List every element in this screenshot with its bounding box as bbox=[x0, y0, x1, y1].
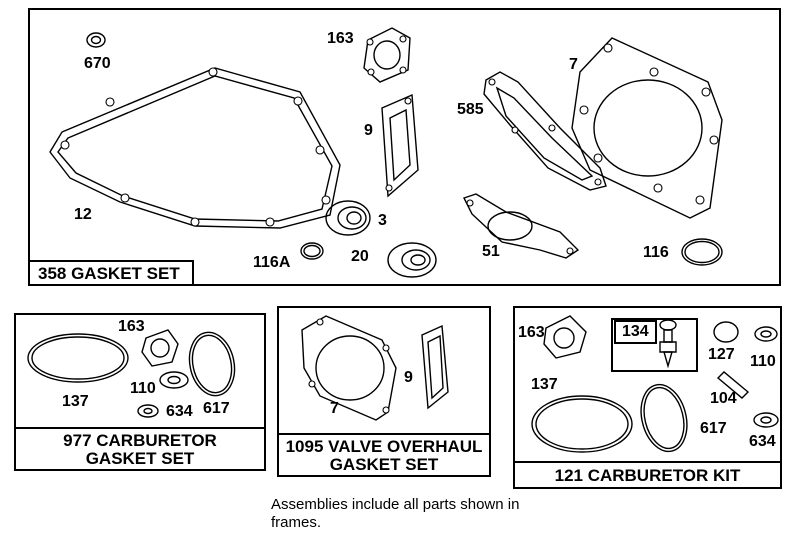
part-label-12: 12 bbox=[74, 206, 92, 223]
carb-kit-110-drawing bbox=[754, 326, 778, 342]
assembly-note-line2: frames. bbox=[271, 514, 322, 531]
carb-kit-label-163: 163 bbox=[518, 324, 545, 341]
carb-kit-label-110: 110 bbox=[750, 353, 776, 370]
carb-kit-label-634: 634 bbox=[749, 433, 776, 450]
carb-gasket-label-634: 634 bbox=[166, 403, 193, 420]
valve-9-rocker-gasket-drawing bbox=[421, 324, 449, 410]
carb-kit-label-137: 137 bbox=[531, 376, 558, 393]
carb-kit-617-ring-drawing bbox=[640, 383, 688, 453]
valve-label-7: 7 bbox=[330, 400, 339, 417]
carb-kit-title: 121 CARBURETOR KIT bbox=[554, 466, 741, 485]
assembly-note-line1: Assemblies include all parts shown in bbox=[271, 496, 520, 513]
carb-kit-label-134: 134 bbox=[614, 320, 657, 344]
carb-kit-137-ring-drawing bbox=[531, 395, 633, 453]
part-label-9: 9 bbox=[364, 122, 373, 139]
carb-kit-127-drawing bbox=[713, 321, 739, 343]
carb-gasket-634-drawing bbox=[137, 404, 159, 418]
carb-kit-label-127: 127 bbox=[708, 346, 735, 363]
carb-gasket-set-title-line2: GASKET SET bbox=[85, 448, 195, 468]
carb-gasket-label-163: 163 bbox=[118, 318, 145, 335]
carb-kit-104-pin-drawing bbox=[716, 371, 750, 399]
carb-gasket-137-ring-drawing bbox=[27, 333, 129, 383]
valve-overhaul-caption: 1095 VALVE OVERHAUL GASKET SET bbox=[277, 433, 491, 477]
gasket-set-title: 358 GASKET SET bbox=[38, 264, 180, 283]
carb-gasket-label-617: 617 bbox=[203, 400, 230, 417]
part-9-rocker-gasket-drawing bbox=[381, 93, 419, 198]
part-label-7: 7 bbox=[569, 56, 578, 73]
part-label-585: 585 bbox=[457, 101, 484, 118]
part-585-gasket-drawing bbox=[483, 71, 607, 191]
valve-label-9: 9 bbox=[404, 369, 413, 386]
carb-gasket-163-drawing bbox=[141, 329, 179, 367]
part-label-116a: 116A bbox=[253, 254, 291, 271]
part-12-crankcase-gasket-drawing bbox=[49, 67, 341, 229]
gasket-set-caption: 358 GASKET SET bbox=[28, 260, 194, 286]
carb-kit-134-subframe bbox=[611, 318, 698, 372]
part-label-20: 20 bbox=[351, 248, 369, 265]
part-51-gasket-drawing bbox=[463, 193, 580, 259]
carb-gasket-617-ring-drawing bbox=[188, 331, 236, 397]
carb-kit-634-drawing bbox=[753, 412, 779, 428]
part-163-gasket-drawing bbox=[363, 27, 411, 83]
carb-kit-134-needle-drawing bbox=[659, 319, 677, 369]
gasket-set-frame bbox=[28, 8, 781, 286]
part-label-670: 670 bbox=[84, 55, 111, 72]
carb-gasket-label-110: 110 bbox=[130, 380, 156, 397]
part-670-seal-drawing bbox=[86, 32, 106, 48]
valve-overhaul-title-line1: 1095 VALVE OVERHAUL bbox=[285, 437, 483, 456]
carb-kit-label-104: 104 bbox=[710, 390, 737, 407]
carb-kit-163-drawing bbox=[543, 315, 587, 359]
part-label-51: 51 bbox=[482, 243, 500, 260]
part-7-head-gasket-drawing bbox=[571, 37, 723, 219]
part-20-seal-drawing bbox=[387, 242, 437, 278]
assembly-note: Assemblies include all parts shown in fr… bbox=[271, 496, 519, 532]
part-116a-ring-drawing bbox=[300, 242, 324, 260]
part-label-163: 163 bbox=[327, 30, 354, 47]
part-116-ring-drawing bbox=[681, 238, 723, 266]
carb-kit-caption: 121 CARBURETOR KIT bbox=[513, 461, 782, 489]
part-label-3: 3 bbox=[378, 212, 387, 229]
carb-kit-label-617: 617 bbox=[700, 420, 727, 437]
part-label-116: 116 bbox=[643, 244, 669, 261]
carb-gasket-110-drawing bbox=[159, 371, 189, 389]
valve-overhaul-title-line2: GASKET SET bbox=[329, 454, 439, 474]
part-3-seal-drawing bbox=[325, 200, 371, 236]
valve-7-head-gasket-drawing bbox=[301, 315, 397, 421]
carb-gasket-set-caption: 977 CARBURETOR GASKET SET bbox=[14, 427, 266, 471]
carb-gasket-label-137: 137 bbox=[62, 393, 89, 410]
carb-gasket-set-title-line1: 977 CARBURETOR bbox=[63, 431, 217, 450]
